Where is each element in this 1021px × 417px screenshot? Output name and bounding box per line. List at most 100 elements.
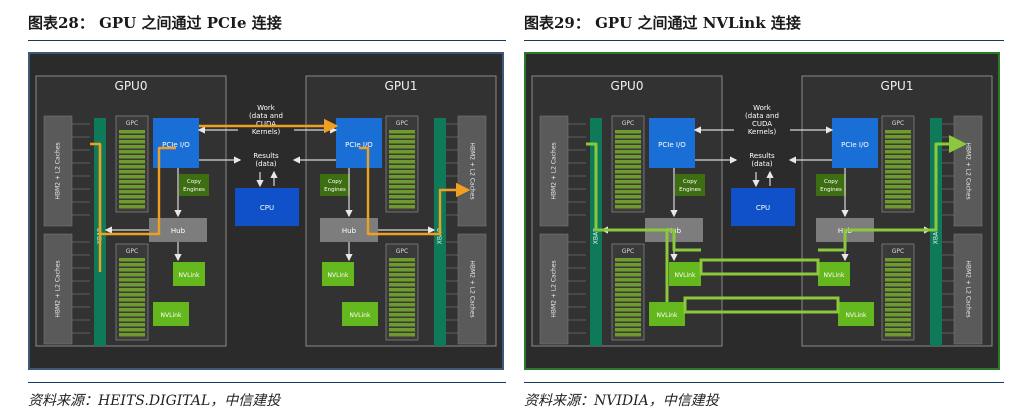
- figure-29-source: 资料来源：NVIDIA，中信建投: [524, 393, 719, 409]
- source-rule-left: [28, 382, 506, 383]
- gpc-label: GPC: [396, 248, 408, 255]
- cache-block: [43, 115, 73, 227]
- results-label-1: Results: [749, 152, 775, 160]
- xbar-bar: [590, 118, 602, 346]
- copy-engines-label-2: Engines: [183, 187, 205, 193]
- pcie-io-block: [336, 118, 382, 168]
- work-label-2: (data and: [745, 112, 779, 120]
- cache-block: [457, 115, 487, 227]
- title-rule-left: [28, 40, 506, 41]
- work-label-2: (data and: [249, 112, 283, 120]
- pcie-io-label: PCIe I/O: [345, 141, 373, 149]
- copy-engines-label-1: Copy: [328, 179, 343, 185]
- results-label-2: (data): [255, 160, 276, 168]
- copy-engines-block: [816, 174, 846, 196]
- copy-engines-block: [675, 174, 705, 196]
- cpu-block: [731, 188, 795, 226]
- cache-label: HBM2 + L2 Caches: [55, 260, 62, 317]
- pcie-io-label: PCIe I/O: [162, 141, 190, 149]
- nvlink-label: NVLink: [328, 272, 349, 279]
- results-label-2: (data): [751, 160, 772, 168]
- cpu-block: [235, 188, 299, 226]
- pcie-io-block: [832, 118, 878, 168]
- gpc-label: GPC: [396, 120, 408, 127]
- nvlink-block: [342, 302, 378, 326]
- nvlink-label: NVLink: [161, 312, 182, 319]
- pcie-io-block: [153, 118, 199, 168]
- xbar-label: XBAR: [593, 228, 600, 245]
- nvlink-label: NVLink: [824, 272, 845, 279]
- cache-block: [457, 233, 487, 345]
- cache-block: [953, 233, 983, 345]
- cache-block: [539, 115, 569, 227]
- sm-array: [885, 130, 911, 209]
- nvlink-block: [669, 262, 701, 286]
- copy-engines-label-1: Copy: [683, 179, 698, 185]
- gpc-label: GPC: [126, 120, 138, 127]
- cache-label: HBM2 + L2 Caches: [55, 142, 62, 199]
- work-label-4: Kernels): [252, 128, 281, 136]
- nvlink-block: [173, 262, 205, 286]
- hub-label: Hub: [342, 227, 357, 235]
- title-rule-right: [524, 40, 1004, 41]
- sm-array: [389, 258, 415, 337]
- sm-array: [615, 130, 641, 209]
- work-label-3: CUDA: [256, 120, 276, 128]
- cpu-label: CPU: [756, 204, 770, 212]
- figure-29-title: 图表29： GPU 之间通过 NVLink 连接: [524, 14, 801, 32]
- xbar-label: XBAR: [437, 228, 444, 245]
- work-label-3: CUDA: [752, 120, 772, 128]
- gpc-label: GPC: [892, 248, 904, 255]
- nvlink-block: [838, 302, 874, 326]
- gpc-label: GPC: [126, 248, 138, 255]
- nvlink-data-path-gpu1: [818, 135, 967, 252]
- figure-28-title: 图表28： GPU 之间通过 PCIe 连接: [28, 14, 282, 32]
- gpu1-label: GPU1: [385, 79, 418, 93]
- xbar-label: XBAR: [933, 228, 940, 245]
- nvlink-block: [322, 262, 354, 286]
- pcie-io-label: PCIe I/O: [841, 141, 869, 149]
- nvlink-label: NVLink: [179, 272, 200, 279]
- hub-label: Hub: [171, 227, 186, 235]
- sm-array: [119, 258, 145, 337]
- copy-engines-label-2: Engines: [820, 187, 842, 193]
- cpu-label: CPU: [260, 204, 274, 212]
- xbar-bar: [930, 118, 942, 346]
- nvlink-bridge-lower: [683, 296, 840, 314]
- nvlink-label: NVLink: [657, 312, 678, 319]
- nvlink-label: NVLink: [350, 312, 371, 319]
- cache-label: HBM2 + L2 Caches: [551, 260, 558, 317]
- copy-engines-label-2: Engines: [324, 187, 346, 193]
- cache-block: [953, 115, 983, 227]
- gpc-label: GPC: [622, 120, 634, 127]
- source-rule-right: [524, 382, 1004, 383]
- cache-block: [539, 233, 569, 345]
- copy-engines-label-1: Copy: [187, 179, 202, 185]
- nvlink-block: [649, 302, 685, 326]
- copy-engines-label-1: Copy: [824, 179, 839, 185]
- sm-array: [885, 258, 911, 337]
- gpc-label: GPC: [892, 120, 904, 127]
- copy-engines-block: [320, 174, 350, 196]
- cache-label: HBM2 + L2 Caches: [965, 142, 972, 199]
- pcie-data-path-gpu1: [359, 146, 471, 236]
- work-label-4: Kernels): [748, 128, 777, 136]
- gpu0-label: GPU0: [611, 79, 644, 93]
- cache-label: HBM2 + L2 Caches: [469, 260, 476, 317]
- sm-array: [119, 130, 145, 209]
- copy-engines-block: [179, 174, 209, 196]
- sm-array: [615, 258, 641, 337]
- cache-label: HBM2 + L2 Caches: [965, 260, 972, 317]
- nvlink-label: NVLink: [846, 312, 867, 319]
- gpc-label: GPC: [622, 248, 634, 255]
- results-label-1: Results: [253, 152, 279, 160]
- nvlink-bridge-upper: [699, 258, 820, 276]
- work-label-1: Work: [753, 104, 772, 112]
- nvlink-block: [818, 262, 850, 286]
- pcie-io-label: PCIe I/O: [658, 141, 686, 149]
- gpu1-label: GPU1: [881, 79, 914, 93]
